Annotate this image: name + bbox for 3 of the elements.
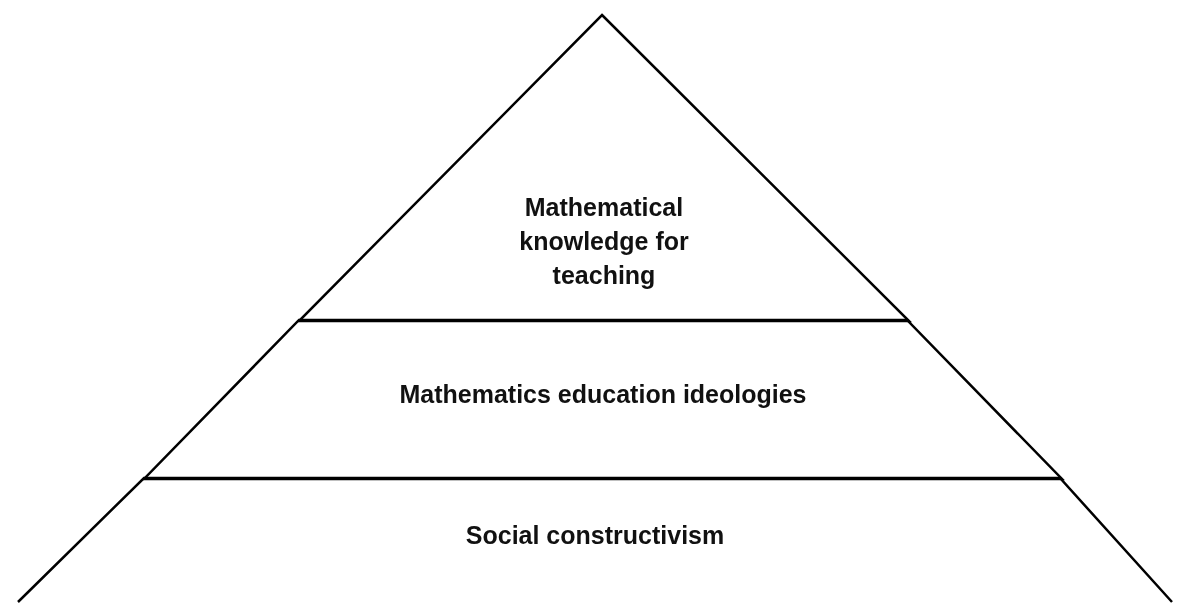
tier-label: Mathematics education ideologies xyxy=(398,379,808,410)
tier-label: Mathematical knowledge for teaching xyxy=(518,192,690,291)
tier-label: Social constructivism xyxy=(464,520,726,551)
